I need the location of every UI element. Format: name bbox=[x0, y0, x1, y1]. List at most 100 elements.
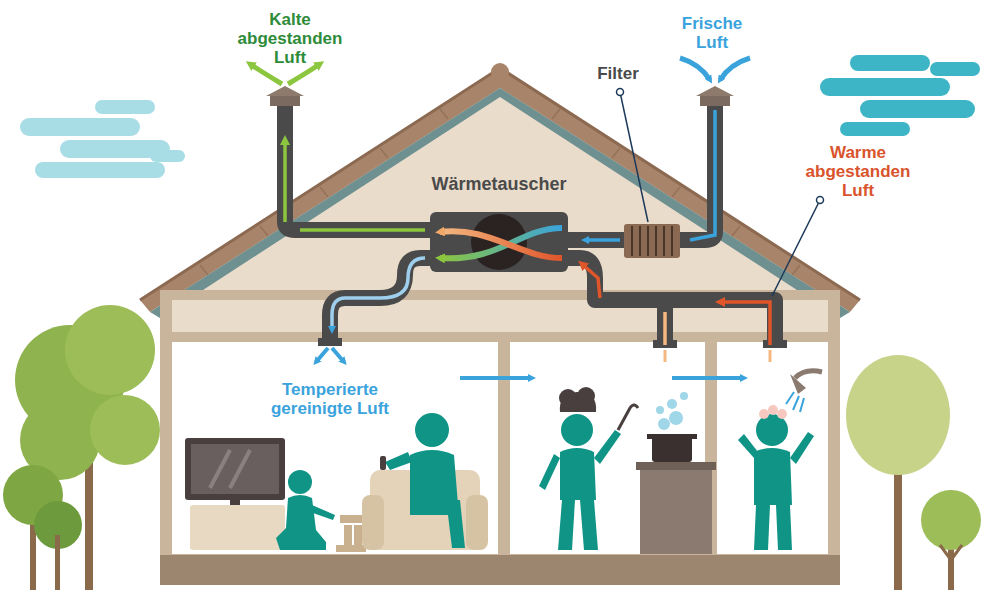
art-path bbox=[720, 58, 750, 80]
art-path bbox=[657, 300, 673, 345]
art-line bbox=[664, 350, 667, 362]
art-circle bbox=[759, 409, 769, 419]
art-path bbox=[738, 434, 758, 458]
art-g bbox=[285, 110, 770, 345]
art-line bbox=[792, 265, 800, 275]
air-label: Warme abgestanden Luft bbox=[803, 143, 913, 200]
art-path bbox=[332, 348, 344, 362]
air-label: Temperierte gereinigte Luft bbox=[260, 380, 400, 418]
art-path bbox=[440, 228, 562, 258]
art-line bbox=[620, 92, 648, 222]
art-g bbox=[20, 100, 185, 178]
art-g bbox=[820, 55, 980, 136]
art-rect bbox=[624, 224, 680, 258]
art-line bbox=[655, 226, 657, 256]
heading: Wärmetauscher bbox=[390, 174, 608, 195]
art-path bbox=[175, 82, 825, 292]
art-rect bbox=[647, 434, 697, 439]
art-rect bbox=[190, 505, 285, 550]
art-path bbox=[790, 374, 806, 394]
art-path bbox=[790, 432, 814, 464]
art-circle bbox=[777, 409, 787, 419]
art-circle bbox=[921, 490, 981, 550]
art-circle bbox=[65, 305, 155, 395]
art-circle bbox=[656, 406, 664, 414]
art-rect bbox=[380, 456, 386, 470]
art-line bbox=[732, 226, 740, 236]
art-path bbox=[585, 238, 620, 242]
art-path bbox=[410, 500, 465, 548]
art-g bbox=[759, 405, 787, 419]
art-g bbox=[620, 92, 820, 296]
art-g bbox=[318, 338, 787, 348]
part-label: Filter bbox=[588, 64, 648, 83]
art-line bbox=[210, 450, 230, 488]
art-path bbox=[330, 258, 432, 342]
art-path bbox=[594, 430, 621, 464]
art-path bbox=[776, 505, 792, 550]
art-g bbox=[385, 413, 465, 548]
art-g bbox=[250, 58, 750, 84]
art-rect bbox=[840, 122, 910, 136]
art-path bbox=[288, 64, 320, 84]
art-path bbox=[566, 106, 715, 240]
art-rect bbox=[700, 96, 730, 106]
art-g bbox=[539, 387, 621, 550]
art-line bbox=[612, 148, 620, 158]
art-rect bbox=[850, 55, 930, 71]
art-rect bbox=[172, 342, 498, 554]
art-rect bbox=[820, 78, 950, 96]
art-path bbox=[582, 264, 600, 298]
art-rect bbox=[860, 100, 975, 118]
art-circle bbox=[559, 389, 577, 407]
art-path bbox=[266, 86, 304, 96]
art-line bbox=[769, 350, 772, 362]
art-circle bbox=[667, 399, 677, 409]
art-path bbox=[663, 312, 667, 345]
art-g bbox=[285, 106, 775, 345]
art-path bbox=[940, 545, 962, 560]
art-path bbox=[539, 454, 560, 490]
art-path bbox=[316, 348, 328, 362]
art-rect bbox=[717, 342, 828, 554]
art-g bbox=[665, 350, 770, 362]
art-path bbox=[150, 88, 850, 318]
art-rect bbox=[55, 535, 60, 590]
art-circle bbox=[817, 197, 824, 204]
art-rect bbox=[318, 338, 342, 346]
art-path bbox=[310, 505, 335, 520]
art-ellipse bbox=[846, 355, 950, 475]
art-path bbox=[672, 376, 744, 380]
art-path bbox=[696, 86, 734, 96]
art-rect bbox=[160, 290, 840, 560]
art-line bbox=[320, 187, 328, 197]
art-g bbox=[336, 515, 366, 552]
art-circle bbox=[669, 411, 683, 425]
art-circle bbox=[561, 414, 593, 446]
art-line bbox=[647, 226, 649, 256]
art-path bbox=[283, 140, 287, 222]
art-path bbox=[566, 258, 775, 345]
art-path bbox=[560, 448, 596, 500]
art-path bbox=[754, 505, 770, 550]
art-rect bbox=[95, 100, 155, 114]
art-line bbox=[800, 398, 804, 412]
art-path bbox=[440, 231, 562, 258]
art-g bbox=[738, 414, 814, 550]
art-rect bbox=[640, 468, 712, 554]
art-circle bbox=[680, 392, 688, 400]
art-rect bbox=[344, 525, 352, 545]
art-path bbox=[285, 106, 432, 230]
art-line bbox=[672, 187, 680, 197]
art-rect bbox=[894, 460, 902, 590]
art-rect bbox=[430, 212, 568, 272]
art-circle bbox=[768, 405, 778, 415]
art-rect bbox=[763, 340, 787, 348]
art-g bbox=[316, 348, 344, 362]
air-label: Kalte abgestanden Luft bbox=[235, 10, 345, 67]
art-path bbox=[300, 228, 425, 232]
art-path bbox=[795, 371, 822, 378]
art-rect bbox=[191, 444, 279, 494]
art-line bbox=[552, 109, 560, 119]
